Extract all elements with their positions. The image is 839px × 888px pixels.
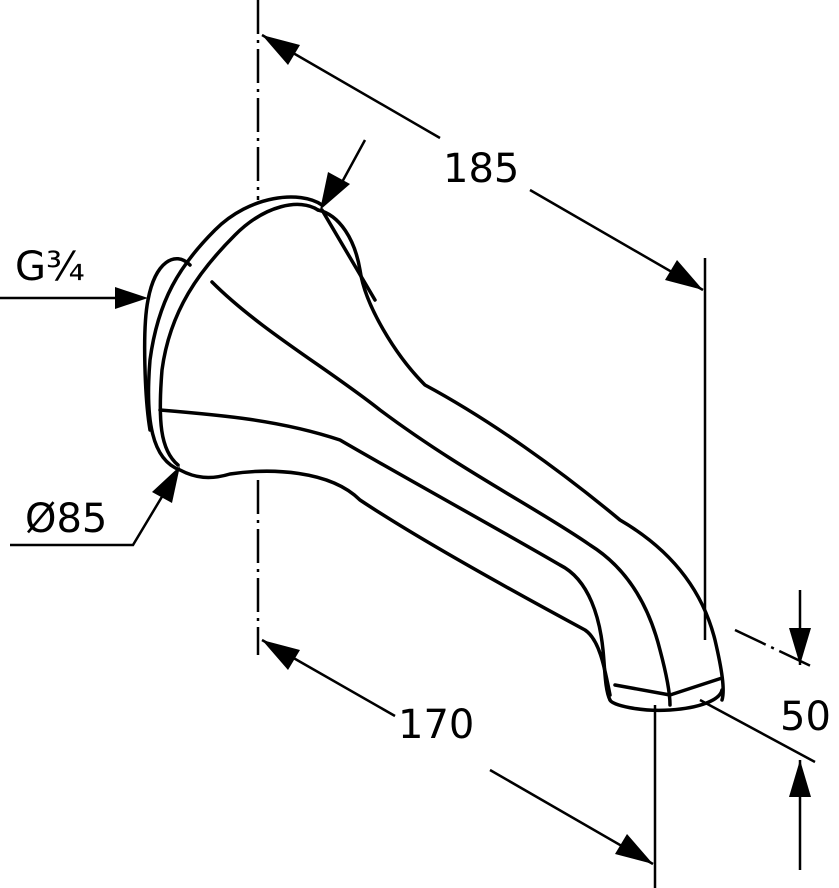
dimension-170-label: 170 [398,702,474,748]
spout-outline [142,195,725,713]
thread-label: G¾ [15,244,85,290]
arrowhead [152,466,180,503]
arrowhead [262,35,300,65]
height-reference-bottom [699,698,816,764]
arrowhead [320,172,350,210]
dimension-185-label: 185 [443,146,519,192]
arrowhead [789,628,811,665]
arrowhead [665,260,703,290]
arrowhead [115,287,148,309]
height-reference-top [734,628,816,670]
arrowhead [615,834,653,864]
diameter-label: Ø85 [25,496,107,542]
dimension-50-label: 50 [780,694,831,740]
arrowhead [789,760,811,797]
arrowhead [262,640,300,670]
